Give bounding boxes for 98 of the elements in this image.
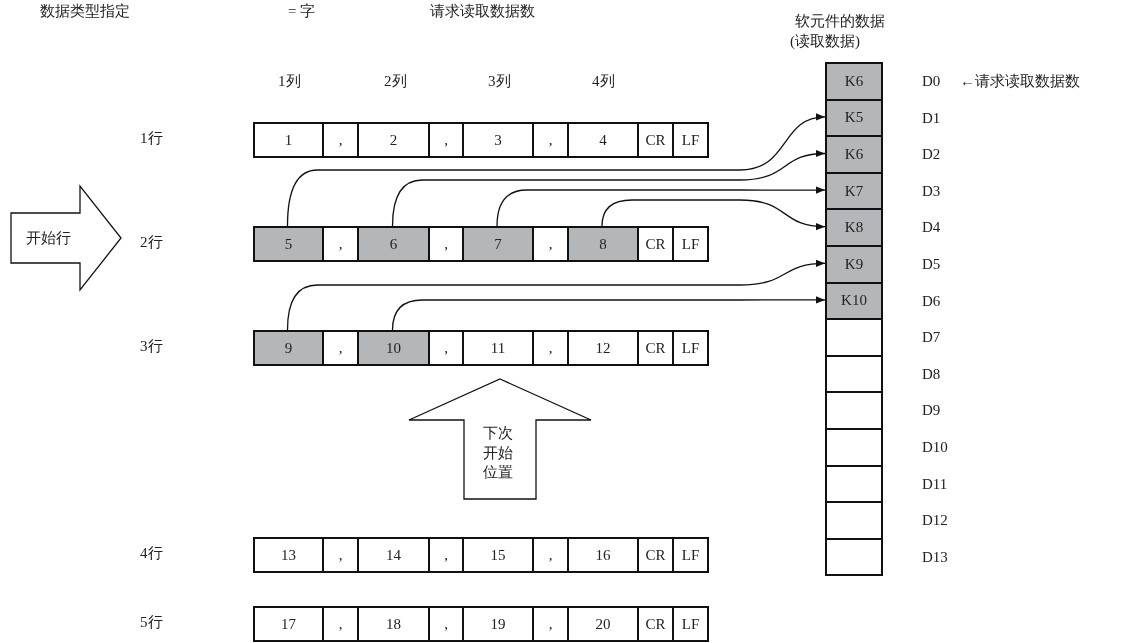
data-cell: , [322,122,359,158]
row-label: 4行 [140,544,163,562]
column-label: 2列 [384,72,407,90]
data-cell: 9 [253,330,324,366]
register-label: D12 [922,511,948,530]
register-label: D7 [922,328,941,347]
register-label: D8 [922,364,941,383]
register-label: D10 [922,438,948,456]
arrow [391,150,826,227]
data-cell: 12 [567,330,639,366]
data-cell: 4 [567,122,639,158]
data-cell: , [322,606,359,642]
data-cell: , [322,226,359,262]
data-cell: K5 [825,98,883,138]
data-cell: 11 [462,330,534,366]
arrow [391,296,826,331]
block-arrow [10,185,122,291]
data-cell: LF [672,537,709,573]
data-cell: 6 [357,226,430,262]
data-cell: , [428,537,464,573]
register-label: D13 [922,547,948,566]
data-cell: , [322,330,359,366]
row-label: 5行 [140,613,163,631]
data-cell: K6 [825,135,883,174]
data-cell: 17 [253,606,324,642]
data-cell: 13 [253,537,324,573]
row-label: 3行 [140,337,163,355]
data-cell: , [322,537,359,573]
register-label: D9 [922,401,941,420]
data-cell: , [532,330,569,366]
register-label: D1 [922,108,941,127]
empty-register-cell [825,501,883,540]
data-cell: 7 [462,226,534,262]
row-label: 1行 [140,129,163,147]
register-label: D5 [922,255,941,273]
data-cell: , [532,537,569,573]
data-cell: K8 [825,208,883,247]
data-cell: 10 [357,330,430,366]
arrow-label: 下次开始位置 [483,424,513,482]
empty-register-cell [825,428,883,467]
data-cell: 18 [357,606,430,642]
empty-register-cell [825,318,883,357]
annotation: ←请求读取数据数 [960,72,1080,90]
register-label: D3 [922,181,941,200]
data-cell: , [428,606,464,642]
arrow [286,114,826,227]
data-cell: 20 [567,606,639,642]
arrow [286,260,826,331]
register-label: D2 [922,145,941,164]
data-cell: , [428,330,464,366]
data-cell: 14 [357,537,430,573]
data-cell: , [428,226,464,262]
data-cell: CR [637,122,674,158]
empty-register-cell [825,391,883,430]
column-label: 3列 [488,72,511,90]
data-cell: LF [672,330,709,366]
register-label: D11 [922,474,948,493]
data-cell: 19 [462,606,534,642]
column-label: 4列 [592,72,615,90]
data-cell: LF [672,606,709,642]
data-cell: , [532,122,569,158]
data-cell: 1 [253,122,324,158]
data-cell: K6 [825,62,883,101]
arrow [601,199,826,230]
header-text: = 字 [288,2,316,20]
data-cell: CR [637,537,674,573]
data-cell: 16 [567,537,639,573]
data-cell: CR [637,330,674,366]
data-cell: K9 [825,245,883,284]
data-cell: 3 [462,122,534,158]
data-cell: CR [637,606,674,642]
header-text: 数据类型指定 [40,2,130,20]
data-cell: CR [637,226,674,262]
data-cell: LF [672,122,709,158]
empty-register-cell [825,537,883,577]
data-cell: K7 [825,171,883,211]
data-cell: 15 [462,537,534,573]
header-text: 请求读取数据数 [430,2,535,20]
arrow-label: 开始行 [26,229,71,247]
data-cell: 8 [567,226,639,262]
arrow [496,186,826,227]
up-block-arrow [408,378,592,500]
data-cell: , [532,226,569,262]
register-label: D6 [922,291,941,310]
data-cell: 5 [253,226,324,262]
data-cell: , [428,122,464,158]
column-heading: 软元件的数据 [795,12,885,30]
register-label: D4 [922,218,941,237]
empty-register-cell [825,354,883,394]
column-heading: (读取数据) [790,32,860,50]
data-cell: 2 [357,122,430,158]
data-cell: , [532,606,569,642]
empty-register-cell [825,464,883,504]
row-label: 2行 [140,233,163,251]
data-cell: K10 [825,281,883,321]
register-label: D0 [922,72,941,90]
column-label: 1列 [278,72,301,90]
data-cell: LF [672,226,709,262]
